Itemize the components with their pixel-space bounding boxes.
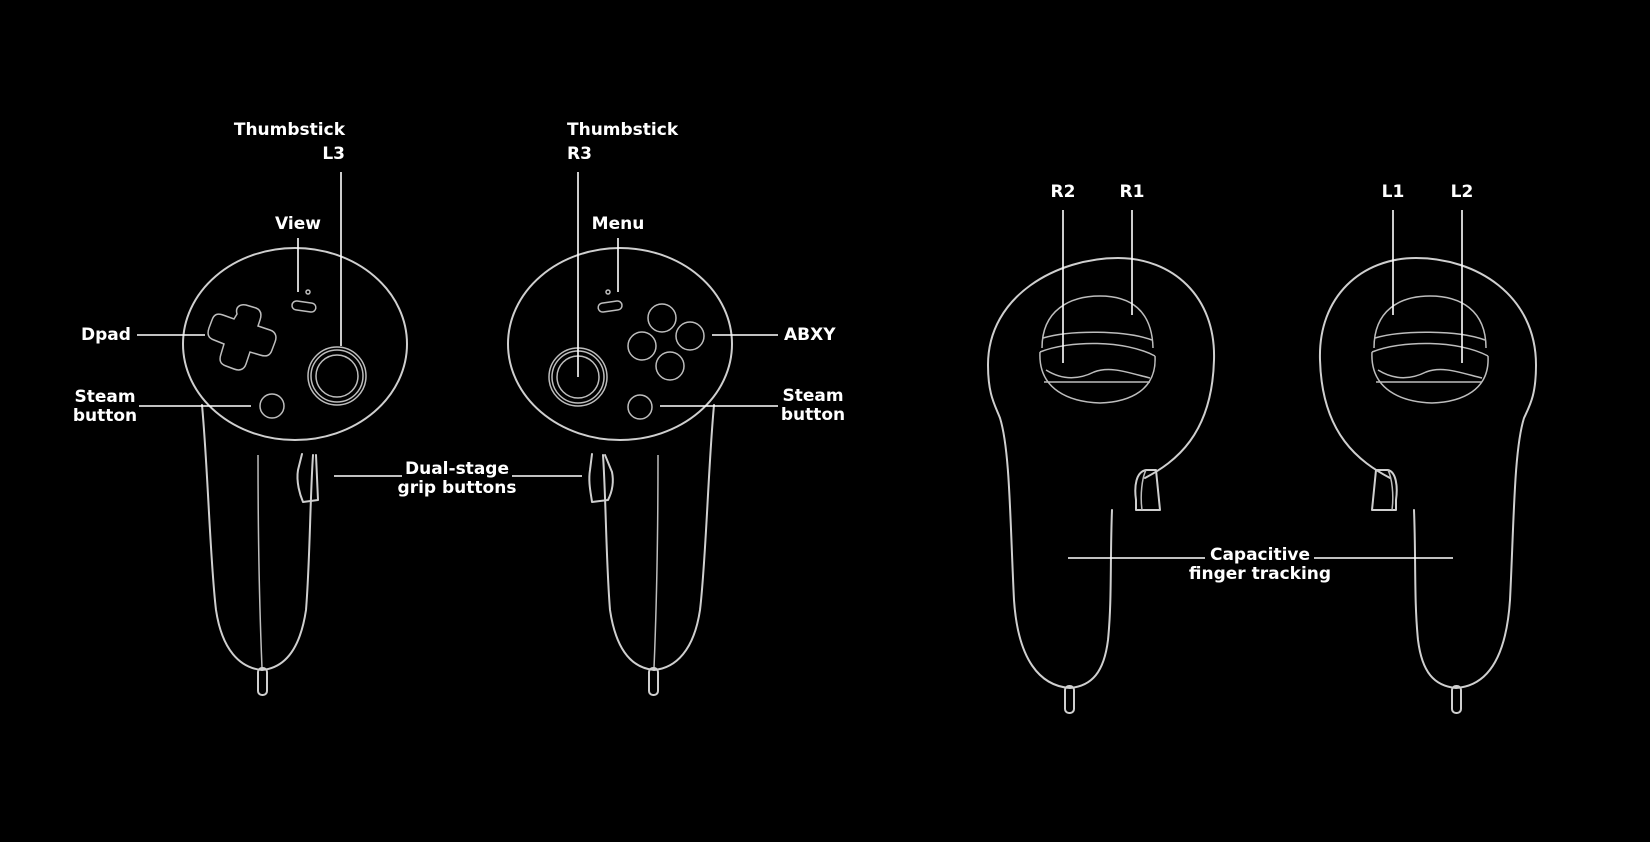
- label-r1: R1: [1119, 182, 1145, 202]
- left-steam-button-shape: [259, 393, 285, 419]
- label-right-steam-button: Steam button: [780, 386, 846, 425]
- label-thumbstick-l3: Thumbstick L3: [233, 120, 345, 164]
- label-left-steam-button: Steam button: [72, 387, 138, 426]
- label-menu: Menu: [591, 214, 645, 234]
- indicator-dot: [305, 289, 311, 295]
- label-finger-tracking: Capacitive finger tracking: [1188, 545, 1332, 584]
- button-b: [675, 321, 705, 351]
- left-back-finger-button: [1371, 469, 1398, 511]
- label-thumbstick-r3: Thumbstick R3: [567, 120, 679, 164]
- label-dpad: Dpad: [81, 325, 131, 345]
- dpad-shape: [207, 304, 277, 371]
- right-back-body: [987, 257, 1216, 689]
- left-lanyard-stub: [257, 667, 268, 696]
- left-controller-back: [1318, 257, 1537, 714]
- leader-lines: [137, 172, 1463, 559]
- button-a: [655, 351, 685, 381]
- right-steam-button-shape: [627, 394, 653, 420]
- left-controller-front: [182, 247, 408, 696]
- label-l2: L2: [1450, 182, 1474, 202]
- right-lanyard-stub: [648, 667, 659, 696]
- label-r2: R2: [1050, 182, 1076, 202]
- left-grip-button: [296, 453, 319, 503]
- left-controller-head: [182, 247, 408, 441]
- right-grip-button: [588, 453, 614, 503]
- left-thumbstick-outer: [307, 346, 367, 406]
- right-controller-back: [987, 257, 1216, 714]
- label-abxy: ABXY: [784, 325, 836, 345]
- right-controller-head: [507, 247, 733, 441]
- left-back-lanyard-stub: [1451, 685, 1462, 714]
- left-controller-handle: [201, 404, 314, 671]
- left-handle-seam: [257, 454, 263, 669]
- label-l1: L1: [1381, 182, 1405, 202]
- right-controller-front: [507, 247, 733, 696]
- button-y: [647, 303, 677, 333]
- button-x: [627, 331, 657, 361]
- left-back-body: [1318, 257, 1537, 689]
- right-back-lanyard-stub: [1064, 685, 1075, 714]
- label-view: View: [275, 214, 321, 234]
- label-grip-buttons: Dual-stage grip buttons: [397, 459, 517, 498]
- menu-button-shape: [597, 300, 623, 313]
- right-controller-handle: [602, 404, 715, 671]
- right-back-finger-button: [1134, 469, 1161, 511]
- view-button-shape: [291, 300, 317, 313]
